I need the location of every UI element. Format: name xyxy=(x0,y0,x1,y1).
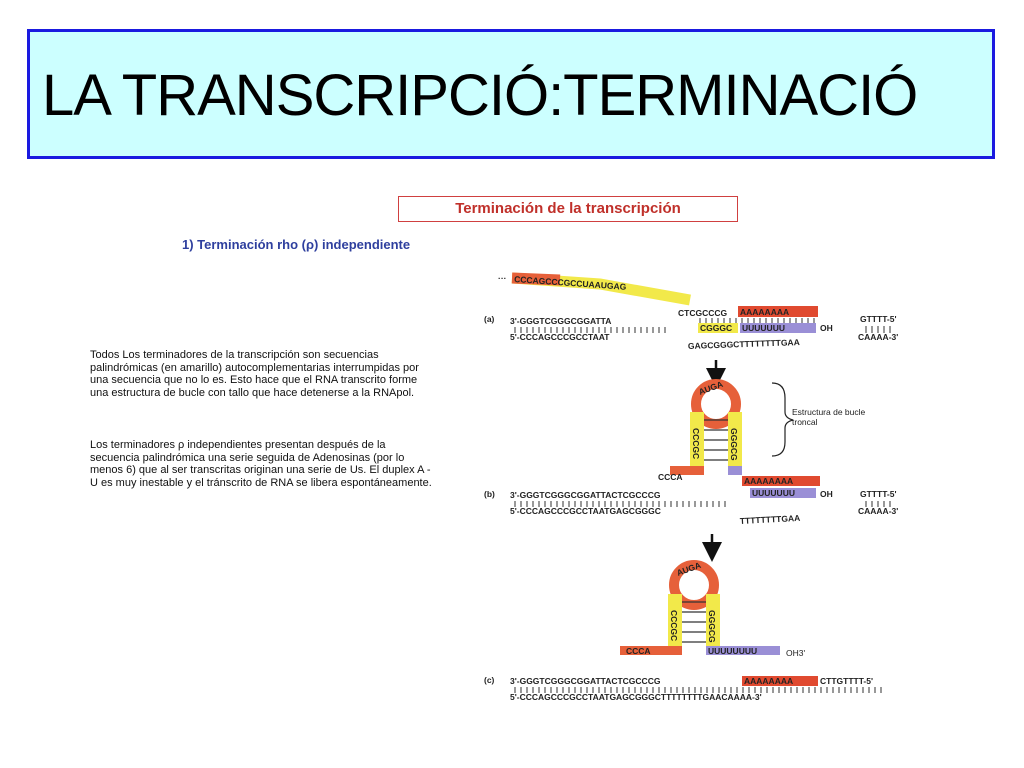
rna-dots-a: ··· xyxy=(498,273,507,283)
hairpin-1: AUGA CCCGC GGGCG Estructura de bucle tro… xyxy=(670,379,866,475)
dna-bottom-c: 5'-CCCAGCCCGCCTAATGAGCGGGCTTTTTTTTGAACAA… xyxy=(510,692,762,702)
panel-a: ··· CCCAGCCCGCCUAAUGAG (a) 3'-GGGTCGGGCG… xyxy=(484,272,898,351)
hairpin-loop-seq-1: AUGA xyxy=(697,379,724,397)
description-text-2: Los terminadores ρ independientes presen… xyxy=(90,439,432,489)
base-pairs-hybrid-a xyxy=(699,318,815,324)
rna-oh-c: OH3' xyxy=(786,648,805,658)
stem-loop-brace xyxy=(771,382,794,457)
slide-title-box: LA TRANSCRIPCIÓ:TERMINACIÓ xyxy=(27,29,995,159)
rna-tail-c: CCCA xyxy=(626,646,651,656)
a-run-highlight-c xyxy=(742,676,818,686)
a-run-highlight-b xyxy=(742,476,820,486)
rna-tail-b: CCCA xyxy=(658,472,683,482)
stem-pairs-1 xyxy=(704,419,728,461)
stem-right-seq-2: GGGCG xyxy=(707,610,717,643)
base-pairs-left-a xyxy=(514,327,666,333)
u-run-highlight-b xyxy=(750,488,816,498)
panel-b: (b) CCCA 3'-GGGTCGGGCGGATTACTCGCCCG AAAA… xyxy=(484,472,898,526)
hybrid-yellow-a xyxy=(698,323,738,333)
dna-bottom-loop-a: GAGCGGGCTTTTTTTTGAA xyxy=(688,337,800,351)
stem-left-1 xyxy=(690,412,704,466)
figure-subtitle: 1) Terminación rho (ρ) independiente xyxy=(182,237,411,252)
stem-right-seq-1: GGGCG xyxy=(729,428,739,461)
stem-right-2 xyxy=(706,594,720,646)
u-run-bar-1 xyxy=(728,466,742,475)
dna-top-right-b: GTTTT-5' xyxy=(860,489,897,499)
dna-top-a-run-a: AAAAAAAA xyxy=(740,307,789,317)
figure-title: Terminación de la transcripción xyxy=(398,196,738,222)
dna-bottom-right-a: CAAAA-3' xyxy=(858,332,898,342)
rna-u-run-c: UUUUUUUU xyxy=(708,646,757,656)
hairpin-loop-2 xyxy=(669,560,719,610)
rna-transcript-orange-a xyxy=(511,272,561,286)
rna-tail-bar-1 xyxy=(670,466,704,475)
dna-bottom-left-a: 5'-CCCAGCCCGCCTAAT xyxy=(510,332,610,342)
dna-top-left-b: 3'-GGGTCGGGCGGATTACTCGCCCG xyxy=(510,490,661,500)
rna-oh-a: OH xyxy=(820,323,833,333)
hairpin-loop-seq-2: AUGA xyxy=(675,560,702,578)
hairpin-loop-1 xyxy=(691,379,741,429)
stem-loop-label-box: Estructura de bucle troncal xyxy=(792,407,866,427)
panel-label-a: (a) xyxy=(484,314,495,324)
panel-label-b: (b) xyxy=(484,489,495,499)
dna-top-left-a: 3'-GGGTCGGGCGGATTA xyxy=(510,316,611,326)
dna-bottom-right-b: CAAAA-3' xyxy=(858,506,898,516)
rna-hybrid-a: CGGGC xyxy=(700,323,732,333)
stem-loop-label: Estructura de bucle troncal xyxy=(792,407,866,427)
rna-oh-b: OH xyxy=(820,489,833,499)
dna-top-a-run-b: AAAAAAAA xyxy=(744,476,793,486)
dna-top-left-c: 3'-GGGTCGGGCGGATTACTCGCCCG xyxy=(510,676,661,686)
stem-left-seq-2: CCCGC xyxy=(669,610,679,641)
stem-left-2 xyxy=(668,594,682,646)
dna-top-right-a: GTTTT-5' xyxy=(860,314,897,324)
description-paragraph-2: Los terminadores ρ independientes presen… xyxy=(90,439,435,489)
dna-top-bubble-a: CTCGCCCG xyxy=(678,308,727,318)
base-pairs-right-b xyxy=(865,501,891,507)
u-run-highlight-a xyxy=(740,323,816,333)
stem-pairs-2 xyxy=(682,601,706,643)
base-pairs-left-b xyxy=(514,501,726,507)
slide-title: LA TRANSCRIPCIÓ:TERMINACIÓ xyxy=(42,63,918,128)
panel-c: (c) 3'-GGGTCGGGCGGATTACTCGCCCG AAAAAAAA … xyxy=(484,675,882,702)
base-pairs-right-a xyxy=(865,326,891,333)
dna-top-right-c: CTTGTTTT-5' xyxy=(820,676,873,686)
u-run-bar-2 xyxy=(706,646,780,655)
stem-left-seq-1: CCCGC xyxy=(691,428,701,459)
stem-right-1 xyxy=(728,412,742,466)
rna-u-run-b: UUUUUUU xyxy=(752,488,795,498)
hairpin-2: CCCA UUUUUUUU OH3' AUGA CCCGC GGGCG xyxy=(620,560,805,658)
dna-bottom-left-b: 5'-CCCAGCCCGCCTAATGAGCGGGC xyxy=(510,506,661,516)
description-paragraph-1: Todos Los terminadores de la transcripci… xyxy=(90,349,435,399)
description-text-1: Todos Los terminadores de la transcripci… xyxy=(90,349,419,399)
rna-tail-bar-2 xyxy=(620,646,682,655)
rna-u-run-a: UUUUUUU xyxy=(742,323,785,333)
dna-top-a-run-c: AAAAAAAA xyxy=(744,676,793,686)
a-run-highlight-a xyxy=(738,306,818,317)
panel-label-c: (c) xyxy=(484,675,495,685)
dna-bottom-loop-b: TTTTTTTTGAA xyxy=(740,513,801,526)
base-pairs-c xyxy=(514,687,882,693)
